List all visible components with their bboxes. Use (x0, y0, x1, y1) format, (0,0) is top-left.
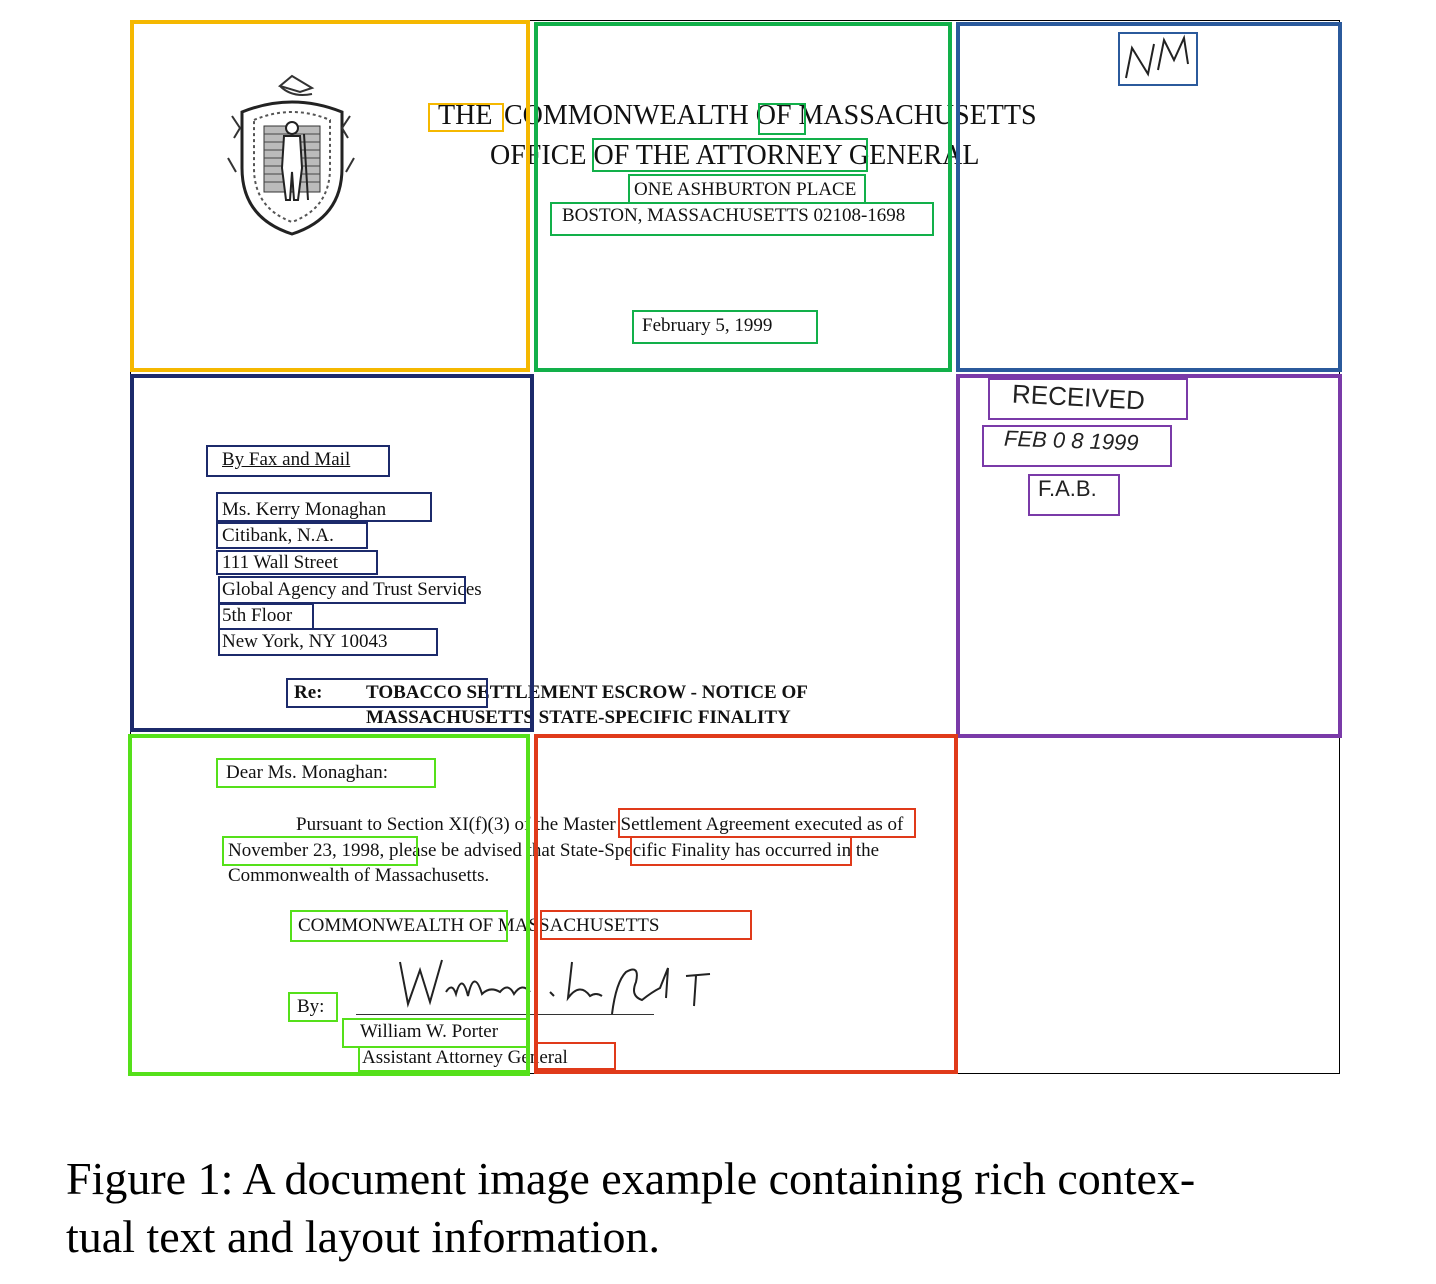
address-line: New York, NY 10043 (222, 631, 388, 652)
address-line: Citibank, N.A. (222, 525, 334, 546)
paragraph-line: Pursuant to Section XI(f)(3) of the Mast… (296, 814, 904, 835)
letterhead-the: THE (438, 100, 493, 131)
salutation: Dear Ms. Monaghan: (226, 762, 388, 783)
massachusetts-seal-icon (227, 74, 355, 236)
signature-by: By: (297, 996, 325, 1017)
handwritten-signature (399, 959, 711, 1015)
caption-line: tual text and layout information. (66, 1211, 661, 1262)
signature-entity: COMMONWEALTH OF MASSACHUSETTS (298, 915, 660, 936)
signer-title: Assistant Attorney General (362, 1047, 568, 1068)
figure-caption: Figure 1: A document image example conta… (66, 1150, 1411, 1266)
handwritten-initials (1125, 34, 1189, 79)
received-stamp: RECEIVED (1011, 378, 1146, 416)
received-initials: F.A.B. (1038, 476, 1097, 501)
subject-line: MASSACHUSETTS STATE-SPECIFIC FINALITY (366, 707, 791, 728)
paragraph-line: November 23, 1998, please be advised tha… (228, 840, 880, 861)
delivery-method: By Fax and Mail (222, 449, 351, 470)
received-date: FEB 0 8 1999 (1003, 425, 1139, 456)
address-line: 5th Floor (222, 605, 293, 626)
signature-line (356, 1014, 654, 1015)
caption-line: Figure 1: A document image example conta… (66, 1153, 1196, 1204)
subject-line: TOBACCO SETTLEMENT ESCROW - NOTICE OF (366, 682, 808, 703)
letter-date: February 5, 1999 (642, 315, 773, 336)
letterhead-commonwealth: COMMONWEALTH OF MASSACHUSETTS (504, 100, 1037, 131)
address-line: Global Agency and Trust Services (222, 579, 482, 600)
subject-re: Re: (294, 682, 323, 703)
letterhead-office: OFFICE OF THE ATTORNEY GENERAL (490, 140, 980, 171)
letterhead-city: BOSTON, MASSACHUSETTS 02108-1698 (562, 205, 906, 226)
address-line: 111 Wall Street (222, 552, 338, 573)
letterhead-street: ONE ASHBURTON PLACE (634, 179, 857, 200)
paragraph-line: Commonwealth of Massachusetts. (228, 865, 490, 886)
signer-name: William W. Porter (360, 1021, 499, 1042)
address-line: Ms. Kerry Monaghan (222, 499, 387, 520)
